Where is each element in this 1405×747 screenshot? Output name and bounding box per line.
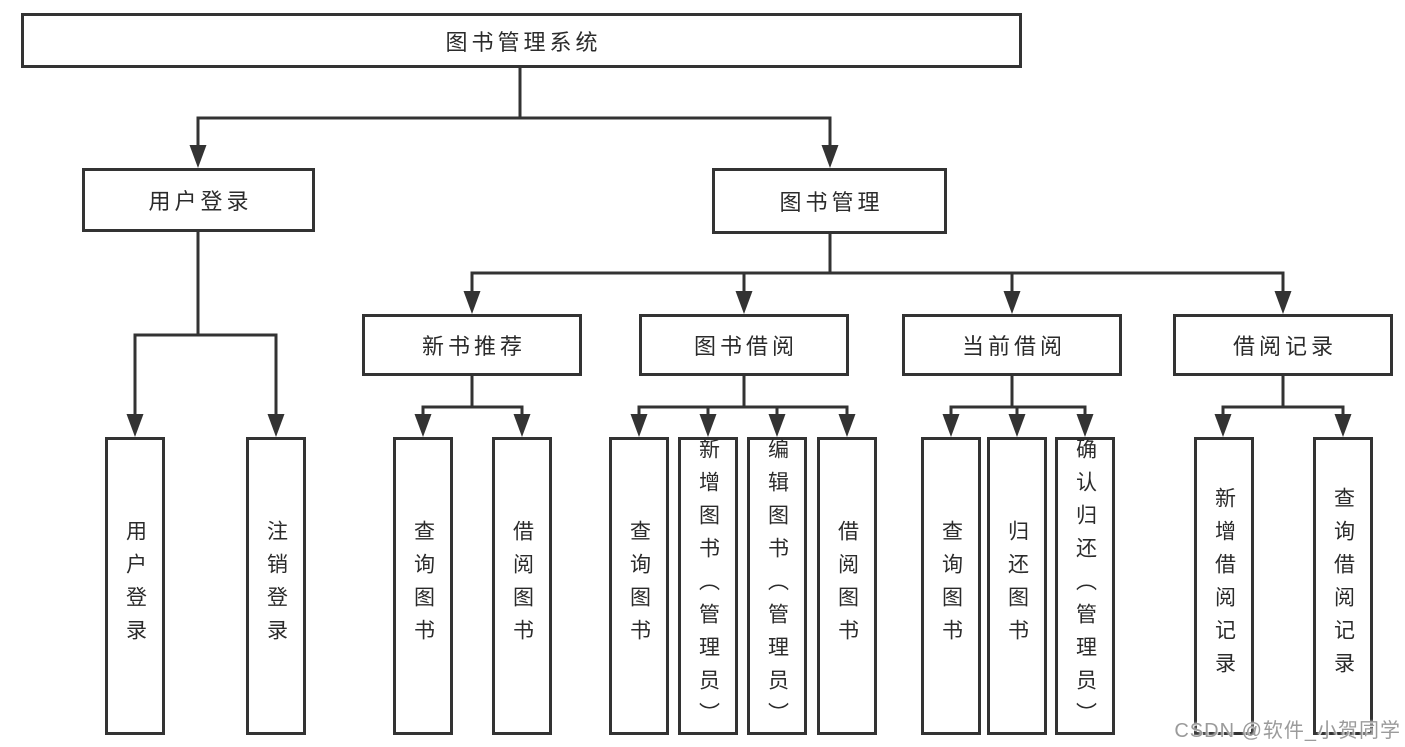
node-label: 当前借阅 xyxy=(961,334,1066,359)
arrow-icon xyxy=(126,414,144,437)
arrow-icon xyxy=(189,145,207,168)
arrow-icon xyxy=(1214,414,1232,437)
node-label: 查询图书 xyxy=(627,520,651,652)
arrow-icon xyxy=(267,414,285,437)
node-label: 查询借阅记录 xyxy=(1331,487,1355,685)
leaf-query-books-current: 查询图书 xyxy=(921,437,981,735)
arrow-icon xyxy=(1008,414,1026,437)
node-root: 图书管理系统 xyxy=(21,13,1022,68)
node-label: 查询图书 xyxy=(411,520,435,652)
node-label: 图书管理 xyxy=(779,190,884,215)
node-label: 编辑图书（管理员） xyxy=(765,437,789,735)
arrow-icon xyxy=(838,414,856,437)
node-current-borrowing: 当前借阅 xyxy=(902,314,1122,376)
leaf-query-books-newrec: 查询图书 xyxy=(393,437,453,735)
arrow-icon xyxy=(630,414,648,437)
arrow-icon xyxy=(463,291,481,314)
node-label: 用户登录 xyxy=(123,520,147,652)
edge-root-to-level2 xyxy=(196,66,832,149)
leaf-confirm-return-admin: 确认归还（管理员） xyxy=(1055,437,1115,735)
arrow-icon xyxy=(699,414,717,437)
node-label: 图书借阅 xyxy=(693,334,798,359)
leaf-edit-books-admin: 编辑图书（管理员） xyxy=(747,437,807,735)
edge-bookborrow-to-leaves xyxy=(637,374,849,418)
arrowheads xyxy=(126,145,1352,437)
node-borrowing-records: 借阅记录 xyxy=(1173,314,1393,376)
node-label: 归还图书 xyxy=(1005,520,1029,652)
node-label: 确认归还（管理员） xyxy=(1073,437,1097,735)
leaf-query-books-borrow: 查询图书 xyxy=(609,437,669,735)
node-book-management: 图书管理 xyxy=(712,168,947,234)
edge-borrowrecord-to-leaves xyxy=(1221,374,1345,418)
arrow-icon xyxy=(735,291,753,314)
leaf-user-login: 用户登录 xyxy=(105,437,165,735)
node-label: 借阅记录 xyxy=(1232,334,1337,359)
arrow-icon xyxy=(1003,291,1021,314)
edge-userlogin-to-leaves xyxy=(133,230,278,418)
node-label: 借阅图书 xyxy=(835,520,859,652)
arrow-icon xyxy=(1334,414,1352,437)
leaf-add-borrow-record: 新增借阅记录 xyxy=(1194,437,1254,735)
edge-bookmgmt-to-level3 xyxy=(470,232,1285,295)
node-label: 新增图书（管理员） xyxy=(696,437,720,735)
leaf-return-books: 归还图书 xyxy=(987,437,1047,735)
node-label: 查询图书 xyxy=(939,520,963,652)
node-label: 新书推荐 xyxy=(421,334,526,359)
watermark: CSDN @软件_小贺同学 xyxy=(1174,720,1401,742)
node-label: 借阅图书 xyxy=(510,520,534,652)
arrow-icon xyxy=(1274,291,1292,314)
node-label: 用户登录 xyxy=(148,189,253,214)
arrow-icon xyxy=(768,414,786,437)
node-user-login: 用户登录 xyxy=(82,168,315,232)
arrow-icon xyxy=(513,414,531,437)
leaf-logout: 注销登录 xyxy=(246,437,306,735)
edge-currentborrow-to-leaves xyxy=(949,374,1087,418)
arrow-icon xyxy=(414,414,432,437)
node-book-borrowing: 图书借阅 xyxy=(639,314,849,376)
leaf-query-borrow-record: 查询借阅记录 xyxy=(1313,437,1373,735)
leaf-add-books-admin: 新增图书（管理员） xyxy=(678,437,738,735)
leaf-borrow-books-newrec: 借阅图书 xyxy=(492,437,552,735)
leaf-borrow-books-borrow: 借阅图书 xyxy=(817,437,877,735)
arrow-icon xyxy=(1076,414,1094,437)
arrow-icon xyxy=(942,414,960,437)
node-label: 图书管理系统 xyxy=(445,29,602,55)
node-label: 新增借阅记录 xyxy=(1212,487,1236,685)
node-new-book-recommendation: 新书推荐 xyxy=(362,314,582,376)
arrow-icon xyxy=(821,145,839,168)
node-label: 注销登录 xyxy=(264,520,288,652)
edge-newbookrec-to-leaves xyxy=(421,374,524,418)
